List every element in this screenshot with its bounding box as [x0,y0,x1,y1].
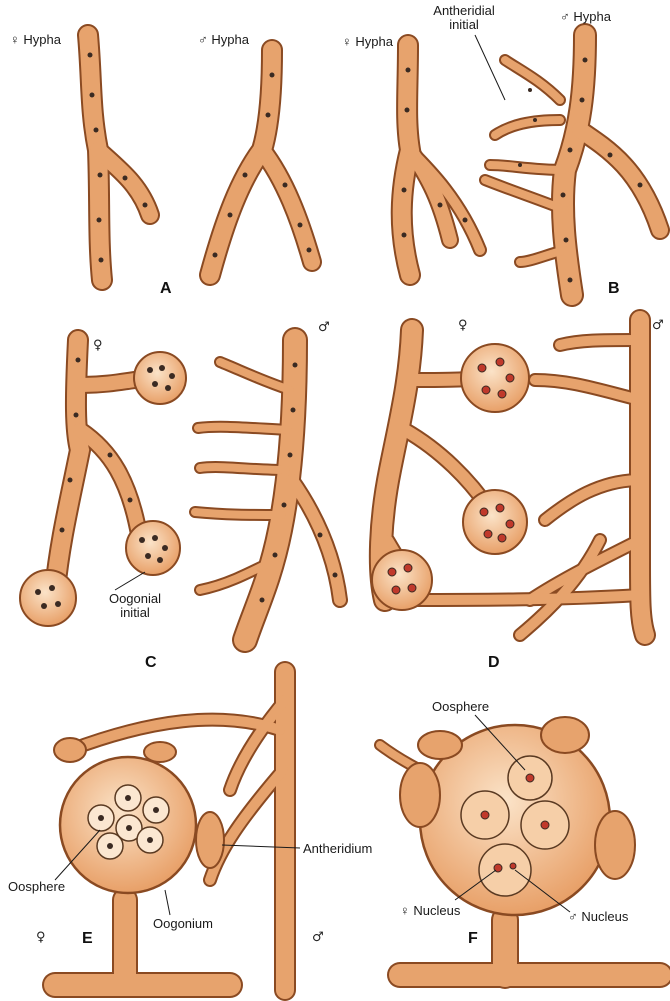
panel-c-male-symbol: ♂ [318,320,330,335]
antheridial-initial-line1: Antheridial [424,4,504,18]
panel-e-oosphere-label: Oosphere [8,880,65,894]
panel-e-oogonium [54,738,224,893]
panel-c-letter: C [145,654,157,672]
oogonial-initial-line2: initial [100,606,170,620]
panel-a-male-hypha [210,50,312,275]
panel-d-letter: D [488,654,500,672]
panel-d-female-symbol: ♀ [458,318,468,333]
panel-c-oogonial-initials [20,352,186,626]
panel-e-letter: E [82,930,93,948]
panel-a-female-hypha-label: ♀ Hypha [10,33,61,47]
oogonial-initial-line1: Oogonial [100,592,170,606]
panel-d-male-symbol: ♂ [652,318,664,333]
panel-c-female-symbol: ♀ [93,338,103,353]
panel-e-male-symbol: ♂ [312,930,324,945]
oogonial-initial-label: Oogonial initial [100,592,170,620]
panel-a-female-hypha [88,35,150,280]
panel-b-male-hypha [485,35,660,295]
antheridial-initial-line2: initial [424,18,504,32]
panel-a-letter: A [160,280,172,298]
antheridial-initial-pointer [475,35,505,100]
panel-f-male-nucleus-label: ♂ Nucleus [568,910,628,924]
panel-f-oosphere-label: Oosphere [432,700,489,714]
panel-f-female-nucleus-label: ♀ Nucleus [400,904,460,918]
panel-b-letter: B [608,280,620,298]
panel-b-female-hypha [402,45,480,275]
oogonial-initial-pointer [115,572,145,590]
panel-f-letter: F [468,930,478,948]
panel-c-male-hypha [195,340,340,640]
antheridial-initial-label: Antheridial initial [424,4,504,32]
panel-b-female-hypha-label: ♀ Hypha [342,35,393,49]
panel-b-male-hypha-label: ♂ Hypha [560,10,611,24]
panel-e-female-symbol: ♀ [36,930,46,945]
panel-a-male-hypha-label: ♂ Hypha [198,33,249,47]
panel-e-antheridium-label: Antheridium [303,842,372,856]
panel-e-oogonium-label: Oogonium [153,917,213,931]
